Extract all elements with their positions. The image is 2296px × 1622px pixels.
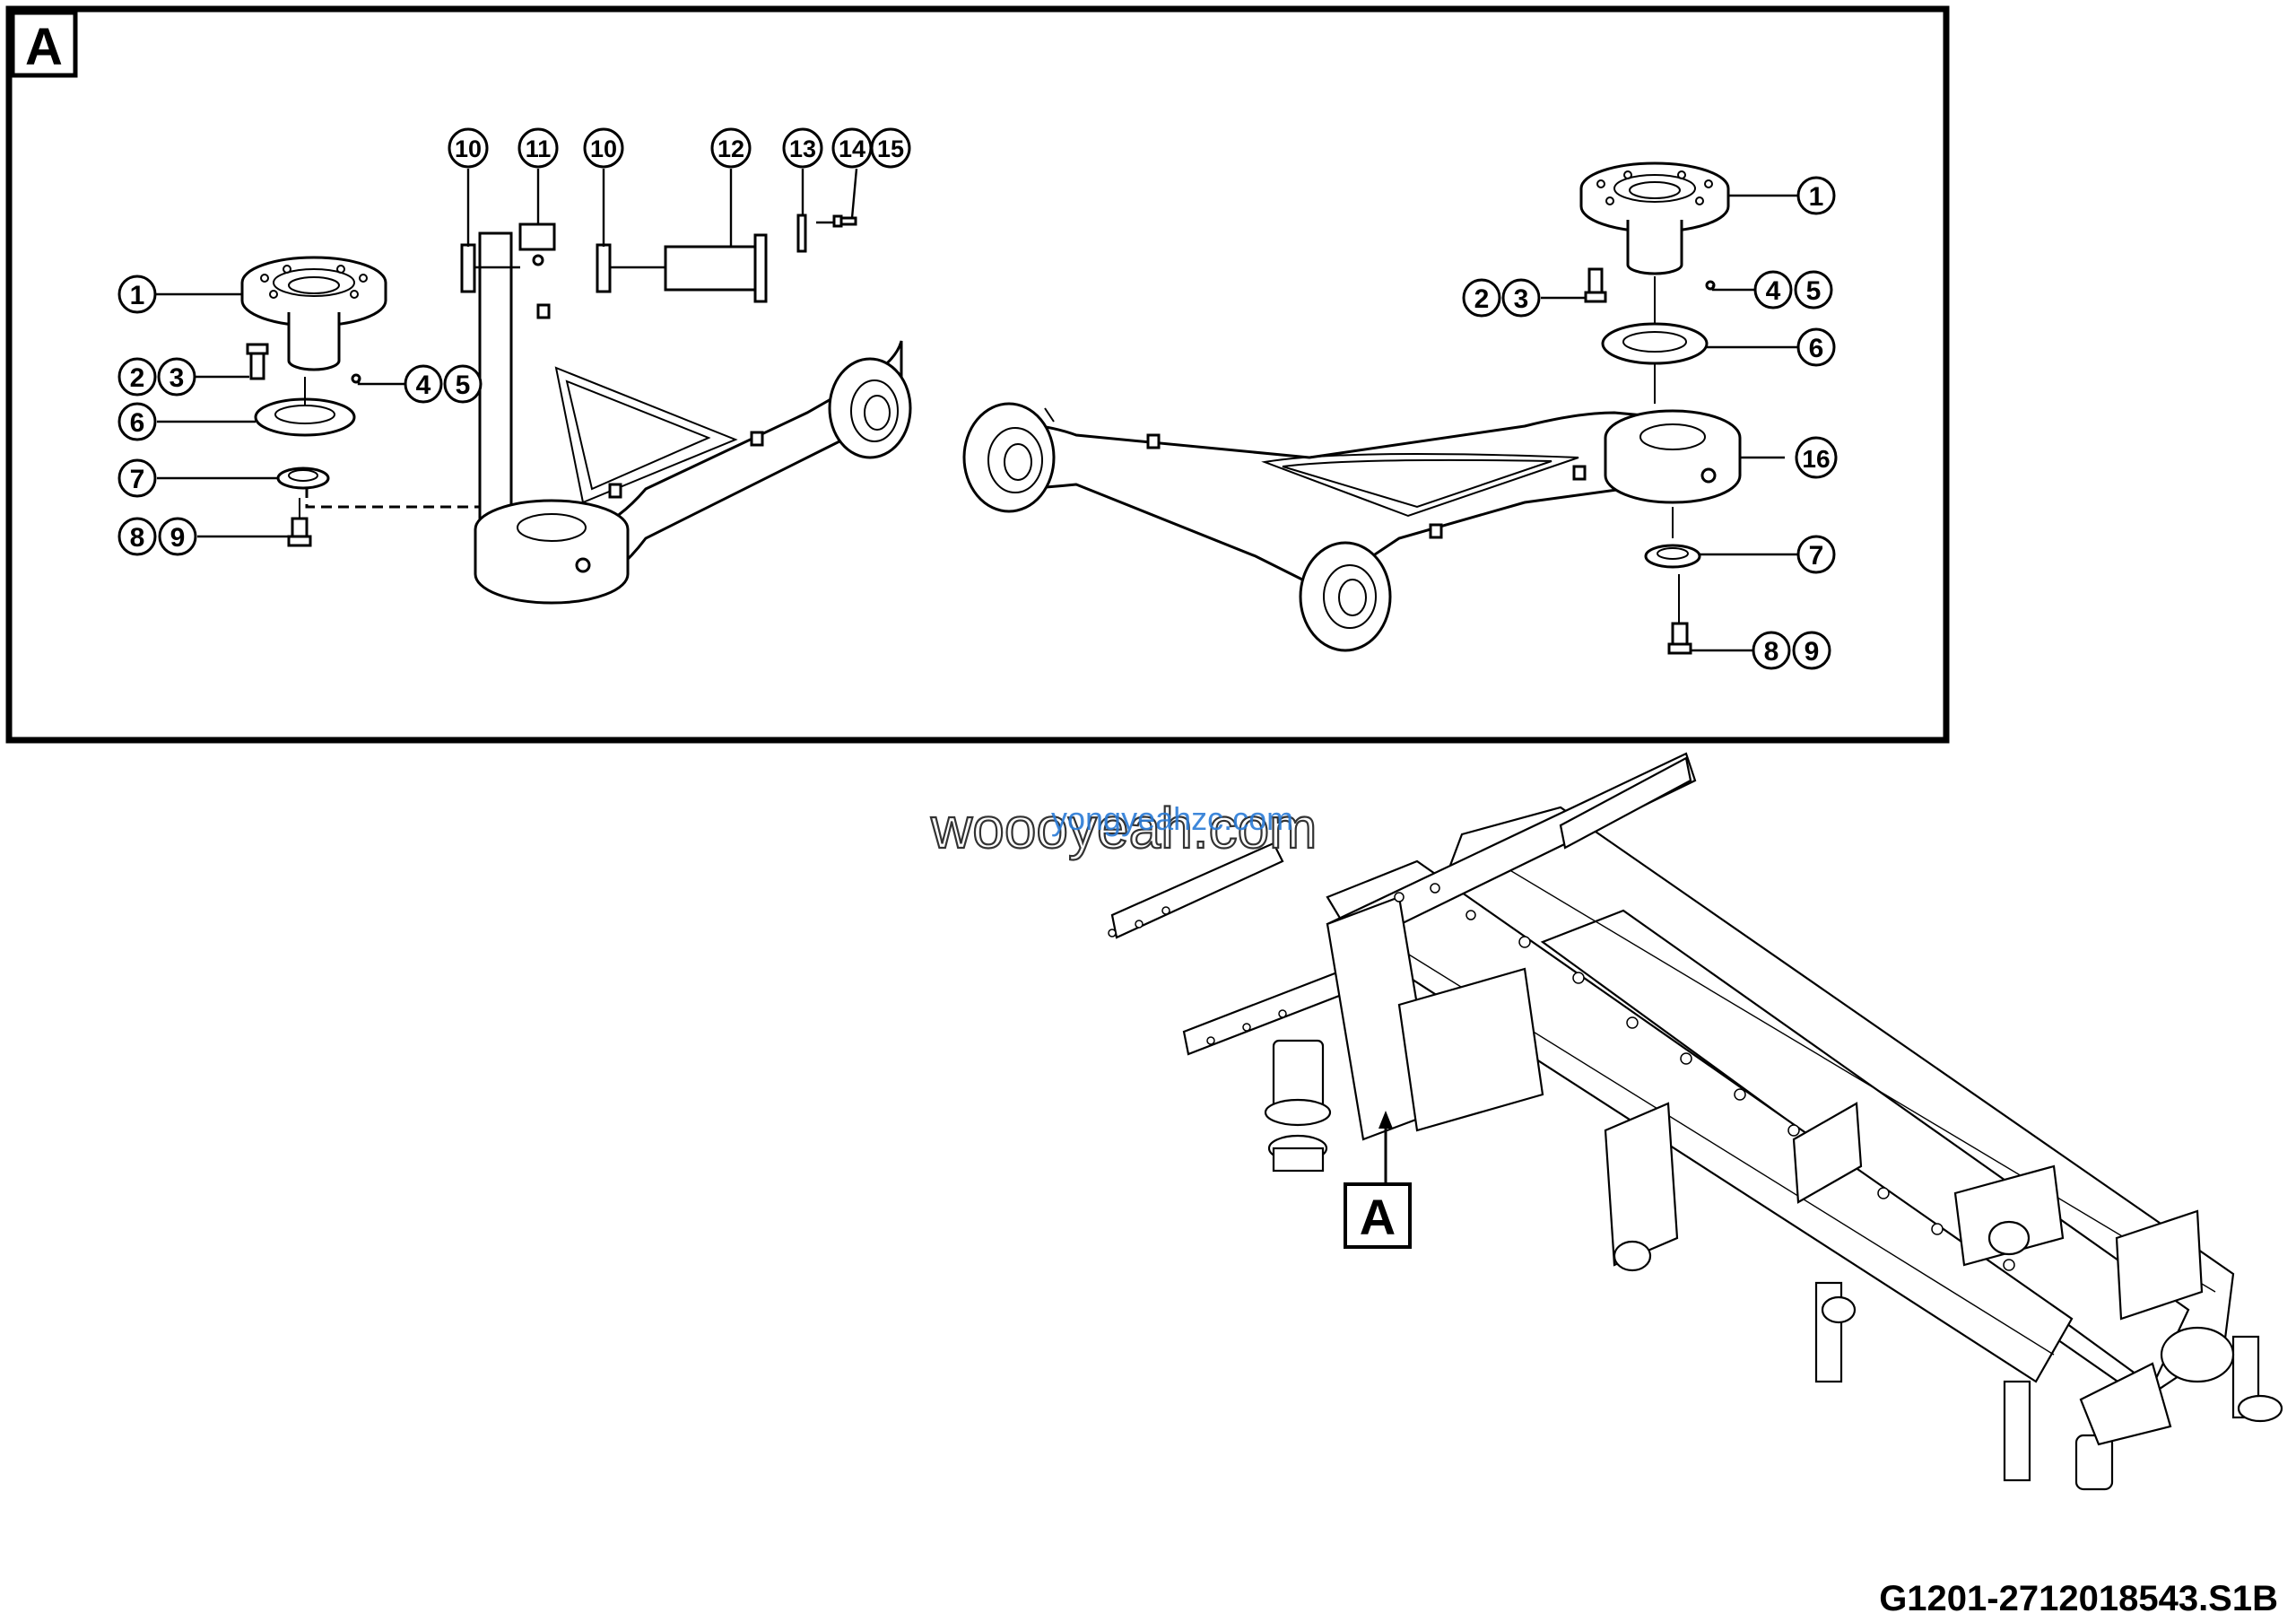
label-left-12: 12	[710, 127, 752, 169]
right-labels: 1 2 3 4 5 6 16 7 8 9	[1462, 176, 1838, 670]
svg-text:6: 6	[1809, 334, 1824, 363]
right-bearing-cap-part-1	[1579, 161, 1730, 275]
label-right-8: 8	[1752, 631, 1791, 670]
left-lower-bush-part-7	[276, 467, 330, 490]
svg-text:8: 8	[130, 523, 145, 553]
left-pin-part-13	[796, 214, 807, 253]
label-left-2: 2	[117, 357, 157, 397]
label-left-3: 3	[157, 357, 196, 397]
label-right-5: 5	[1794, 270, 1833, 310]
label-right-9: 9	[1792, 631, 1831, 670]
label-left-15: 15	[870, 127, 911, 169]
left-dashed-assembly-line	[305, 487, 529, 509]
watermark: woooyeah.com yongyeahzc.com	[929, 795, 1318, 861]
right-v-rod-arm-part-16	[962, 402, 1742, 652]
label-left-7: 7	[117, 458, 157, 498]
watermark-dark: woooyeah.com	[930, 796, 1317, 860]
label-left-8: 8	[117, 517, 157, 556]
left-bottom-bolt-part-8-9	[287, 498, 312, 547]
label-left-14: 14	[831, 127, 873, 169]
label-left-11: 11	[517, 127, 559, 169]
label-left-1: 1	[117, 275, 157, 314]
detail-letter-box: A	[10, 10, 78, 78]
left-shaft-part-12	[664, 233, 768, 303]
label-right-2: 2	[1462, 278, 1501, 318]
right-leader-lines	[1541, 194, 1798, 652]
svg-text:9: 9	[1805, 637, 1820, 667]
callout-a: A	[1344, 1111, 1412, 1249]
svg-text:5: 5	[456, 371, 471, 400]
svg-text:5: 5	[1806, 276, 1822, 306]
svg-text:3: 3	[1514, 284, 1529, 314]
left-screw-part-14-15	[832, 214, 857, 228]
label-right-4: 4	[1753, 270, 1793, 310]
label-left-4: 4	[404, 364, 443, 404]
left-bolt-part-2-3	[246, 343, 269, 380]
vehicle-frame-illustration	[1108, 752, 2283, 1491]
detail-panel-a: A	[5, 5, 1950, 744]
left-washer-part-10b	[596, 243, 612, 293]
svg-text:1: 1	[1809, 182, 1824, 212]
detail-letter: A	[25, 18, 63, 76]
svg-text:12: 12	[718, 135, 744, 162]
svg-text:1: 1	[130, 281, 145, 310]
left-bearing-cap-part-1	[240, 256, 387, 371]
front-air-spring	[1264, 1039, 1332, 1173]
label-right-16: 16	[1795, 436, 1838, 479]
svg-text:7: 7	[1809, 541, 1824, 571]
label-left-13: 13	[782, 127, 823, 169]
svg-text:9: 9	[170, 523, 186, 553]
svg-text:14: 14	[839, 135, 865, 162]
svg-text:3: 3	[170, 363, 185, 393]
label-left-10a: 10	[448, 127, 489, 169]
svg-text:6: 6	[130, 408, 145, 438]
right-lower-bush-part-7	[1644, 507, 1701, 569]
label-left-9: 9	[158, 517, 197, 556]
watermark-blue: yongyeahzc.com	[1051, 800, 1293, 837]
label-left-5: 5	[443, 364, 483, 404]
left-labels: 1 2 3 4 5 6 7 8 9 10 11 10 12 13 14 15	[117, 127, 911, 556]
frame-holes	[1108, 883, 2015, 1271]
label-right-1: 1	[1796, 176, 1836, 215]
svg-text:8: 8	[1764, 637, 1779, 667]
svg-text:13: 13	[789, 135, 816, 162]
svg-text:2: 2	[1474, 284, 1490, 314]
left-seal-ring-part-6	[254, 377, 356, 437]
svg-text:10: 10	[455, 135, 482, 162]
svg-text:10: 10	[590, 135, 617, 162]
drawing-code: G1201-2712018543.S1B	[1879, 1579, 2278, 1618]
svg-text:2: 2	[130, 363, 145, 393]
left-leader-lines	[155, 168, 858, 538]
label-right-3: 3	[1501, 278, 1541, 318]
right-bottom-bolt-part-8-9	[1667, 574, 1692, 655]
left-v-rod-arm-part-11	[474, 222, 912, 605]
svg-text:16: 16	[1802, 445, 1830, 473]
left-washer-part-10a	[460, 243, 476, 293]
callout-letter: A	[1360, 1189, 1396, 1245]
svg-text:4: 4	[1766, 276, 1781, 306]
svg-text:11: 11	[526, 135, 552, 162]
label-right-6: 6	[1796, 327, 1836, 367]
right-bolt-part-2-3	[1584, 267, 1607, 303]
label-left-6: 6	[117, 402, 157, 441]
svg-text:15: 15	[877, 135, 904, 162]
right-seal-ring-part-6	[1601, 276, 1709, 404]
svg-text:4: 4	[416, 371, 431, 400]
label-right-7: 7	[1796, 535, 1836, 574]
label-left-10b: 10	[583, 127, 624, 169]
svg-text:7: 7	[130, 465, 145, 494]
